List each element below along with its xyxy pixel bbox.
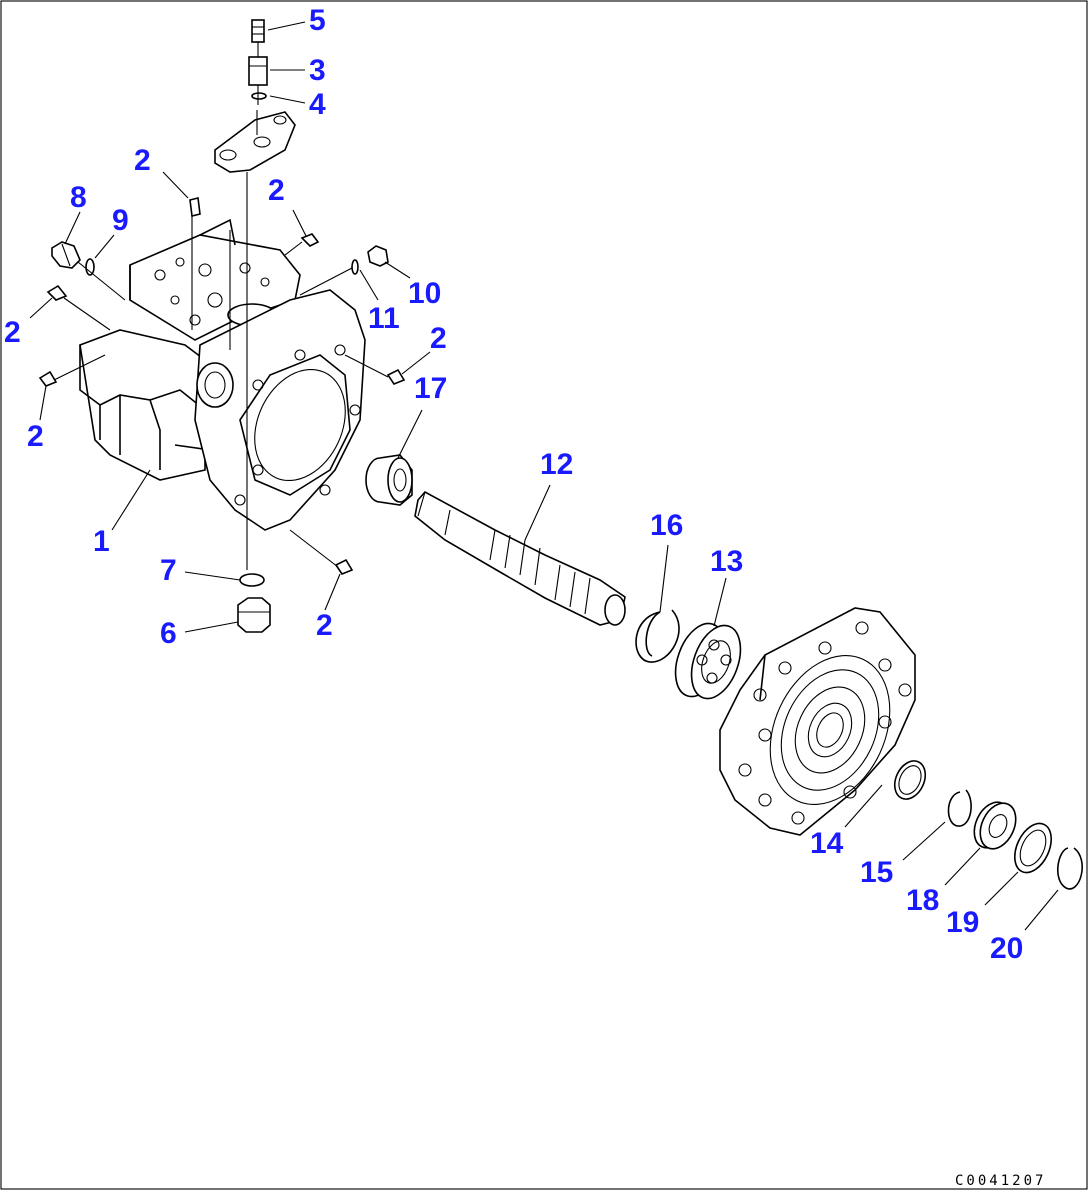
label-part-1: 1 [93,525,110,558]
label-part-10: 10 [408,277,441,310]
label-part-2-b: 2 [268,174,285,207]
label-part-7: 7 [160,554,177,587]
coupling-17-part [365,454,413,506]
bolts-2-part [38,197,406,575]
label-part-20: 20 [990,932,1023,965]
label-part-15: 15 [860,856,893,889]
leader-lines [29,21,1059,931]
ring-14-part [893,760,927,800]
snap-ring-15-part [947,789,972,827]
end-cover-part [719,607,916,836]
plug-5-part [251,19,265,43]
snap-ring-16-part [635,609,680,663]
bearing-13-part [674,622,742,700]
label-part-3: 3 [309,54,326,87]
label-part-17: 17 [414,372,447,405]
plug-8-part [51,241,81,269]
cover-plate-part [214,110,296,173]
o-ring-9-part [85,258,95,276]
o-ring-7-part [239,573,265,587]
label-part-11: 11 [368,302,400,335]
drawing-code: C0041207 [955,1173,1046,1189]
seal-18-part [973,801,1017,850]
plug-10-part [367,245,389,267]
label-part-5: 5 [309,4,326,37]
label-part-2-c: 2 [4,316,21,349]
label-part-2-f: 2 [316,609,333,642]
label-part-2-d: 2 [430,322,447,355]
washer-19-part [1014,822,1052,874]
label-part-18: 18 [906,884,939,917]
shaft-12-part [414,490,626,626]
label-part-4: 4 [309,88,326,121]
label-part-2-e: 2 [27,420,44,453]
label-part-12: 12 [540,448,573,481]
part-labels: 5 3 4 2 2 8 9 10 11 2 2 17 2 12 16 1 13 … [4,4,1023,965]
label-part-16: 16 [650,509,683,542]
nut-3-part [248,56,268,86]
pump-body-part [79,218,366,531]
o-ring-4-part [251,92,267,100]
plug-6-part [237,597,271,633]
label-part-13: 13 [710,545,743,578]
label-part-14: 14 [810,827,844,860]
label-part-8: 8 [70,181,87,214]
label-part-19: 19 [946,906,979,939]
label-part-9: 9 [112,204,129,237]
snap-ring-20-part [1057,847,1083,890]
label-part-6: 6 [160,617,177,650]
o-ring-11-part [351,259,359,275]
label-part-2-a: 2 [134,144,151,177]
